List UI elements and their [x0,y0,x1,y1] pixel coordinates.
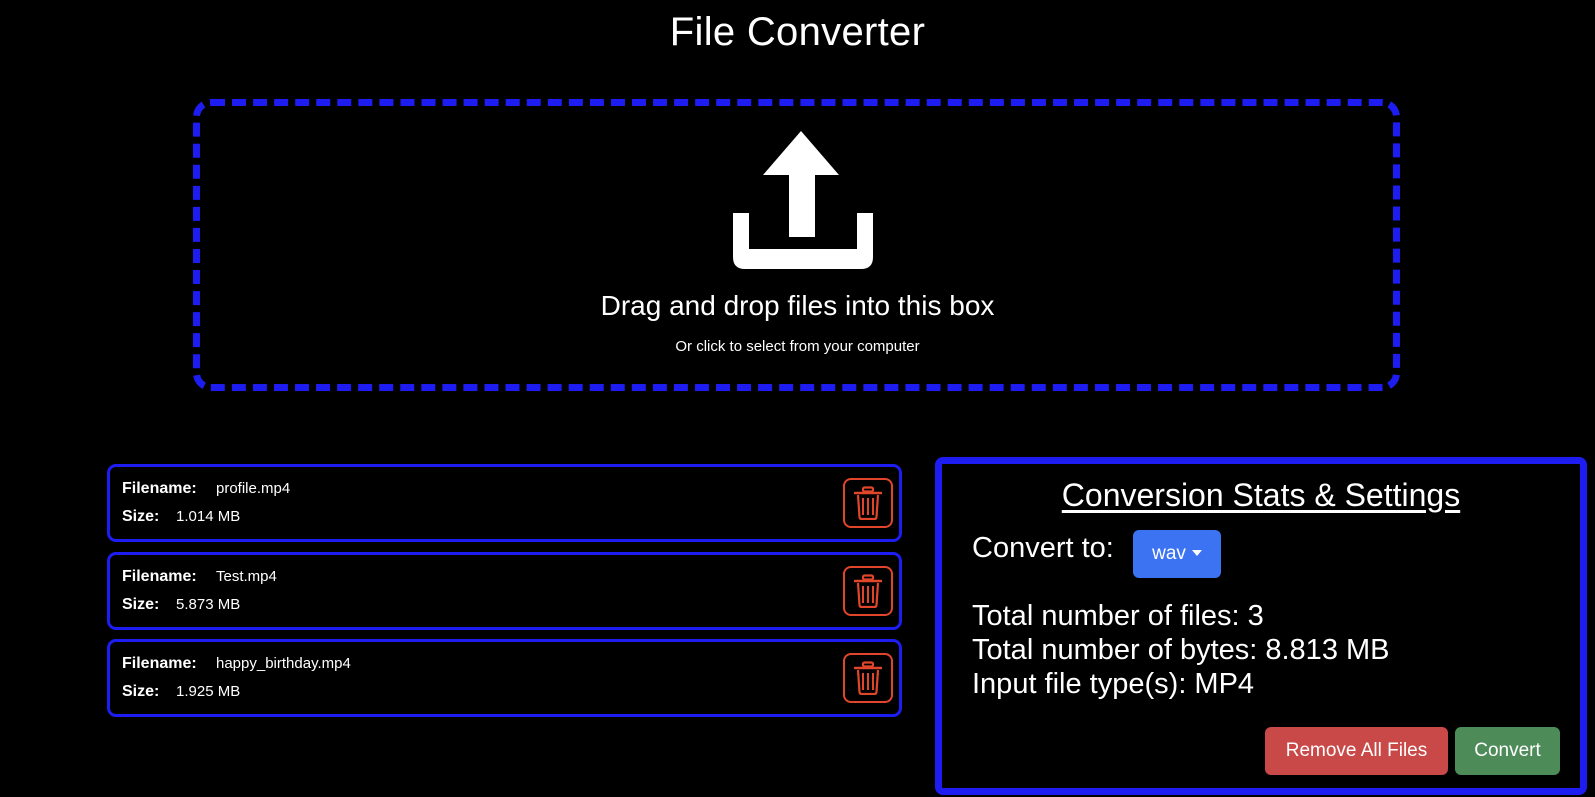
size-label: Size: [122,683,160,700]
size-label: Size: [122,508,160,525]
file-name-row: Filename: profile.mp4 [122,480,290,498]
convert-to-label: Convert to: [972,532,1114,564]
format-dropdown[interactable]: wav [1133,530,1221,578]
file-dropzone[interactable] [193,99,1400,391]
file-size-row: Size: 1.014 MB [122,508,240,526]
file-size: 1.925 MB [176,683,241,700]
filename-label: Filename: [122,655,197,672]
convert-button[interactable]: Convert [1455,727,1560,775]
input-types-stat: Input file type(s): MP4 [972,668,1255,700]
upload-icon [733,131,873,269]
trash-icon [854,661,882,695]
file-name: happy_birthday.mp4 [216,655,351,672]
dropzone-subtitle: Or click to select from your computer [675,338,920,355]
file-card: Filename: Test.mp4 Size: 5.873 MB [107,552,902,630]
file-name-row: Filename: happy_birthday.mp4 [122,655,351,673]
file-card: Filename: profile.mp4 Size: 1.014 MB [107,464,902,542]
filename-label: Filename: [122,568,197,585]
file-size-row: Size: 1.925 MB [122,683,240,701]
size-label: Size: [122,596,160,613]
conversion-stats-panel: Conversion Stats & Settings Convert to: … [935,457,1587,795]
delete-file-button[interactable] [843,478,893,528]
trash-icon [854,486,882,520]
total-bytes-stat: Total number of bytes: 8.813 MB [972,634,1390,666]
chevron-down-icon [1191,549,1202,556]
file-name: Test.mp4 [216,568,277,585]
delete-file-button[interactable] [843,566,893,616]
file-card: Filename: happy_birthday.mp4 Size: 1.925 M… [107,639,902,717]
selected-format: wav [1152,543,1186,564]
file-name-row: Filename: Test.mp4 [122,568,277,586]
stats-title: Conversion Stats & Settings [1061,477,1461,513]
filename-label: Filename: [122,480,197,497]
delete-file-button[interactable] [843,653,893,703]
file-size: 1.014 MB [176,508,241,525]
remove-all-files-button[interactable]: Remove All Files [1265,727,1448,775]
total-files-stat: Total number of files: 3 [972,600,1264,632]
trash-icon [854,574,882,608]
file-name: profile.mp4 [216,480,291,497]
dropzone-title: Drag and drop files into this box [600,290,995,321]
file-size: 5.873 MB [176,596,241,613]
file-size-row: Size: 5.873 MB [122,596,240,614]
page-title: File Converter [669,10,926,54]
